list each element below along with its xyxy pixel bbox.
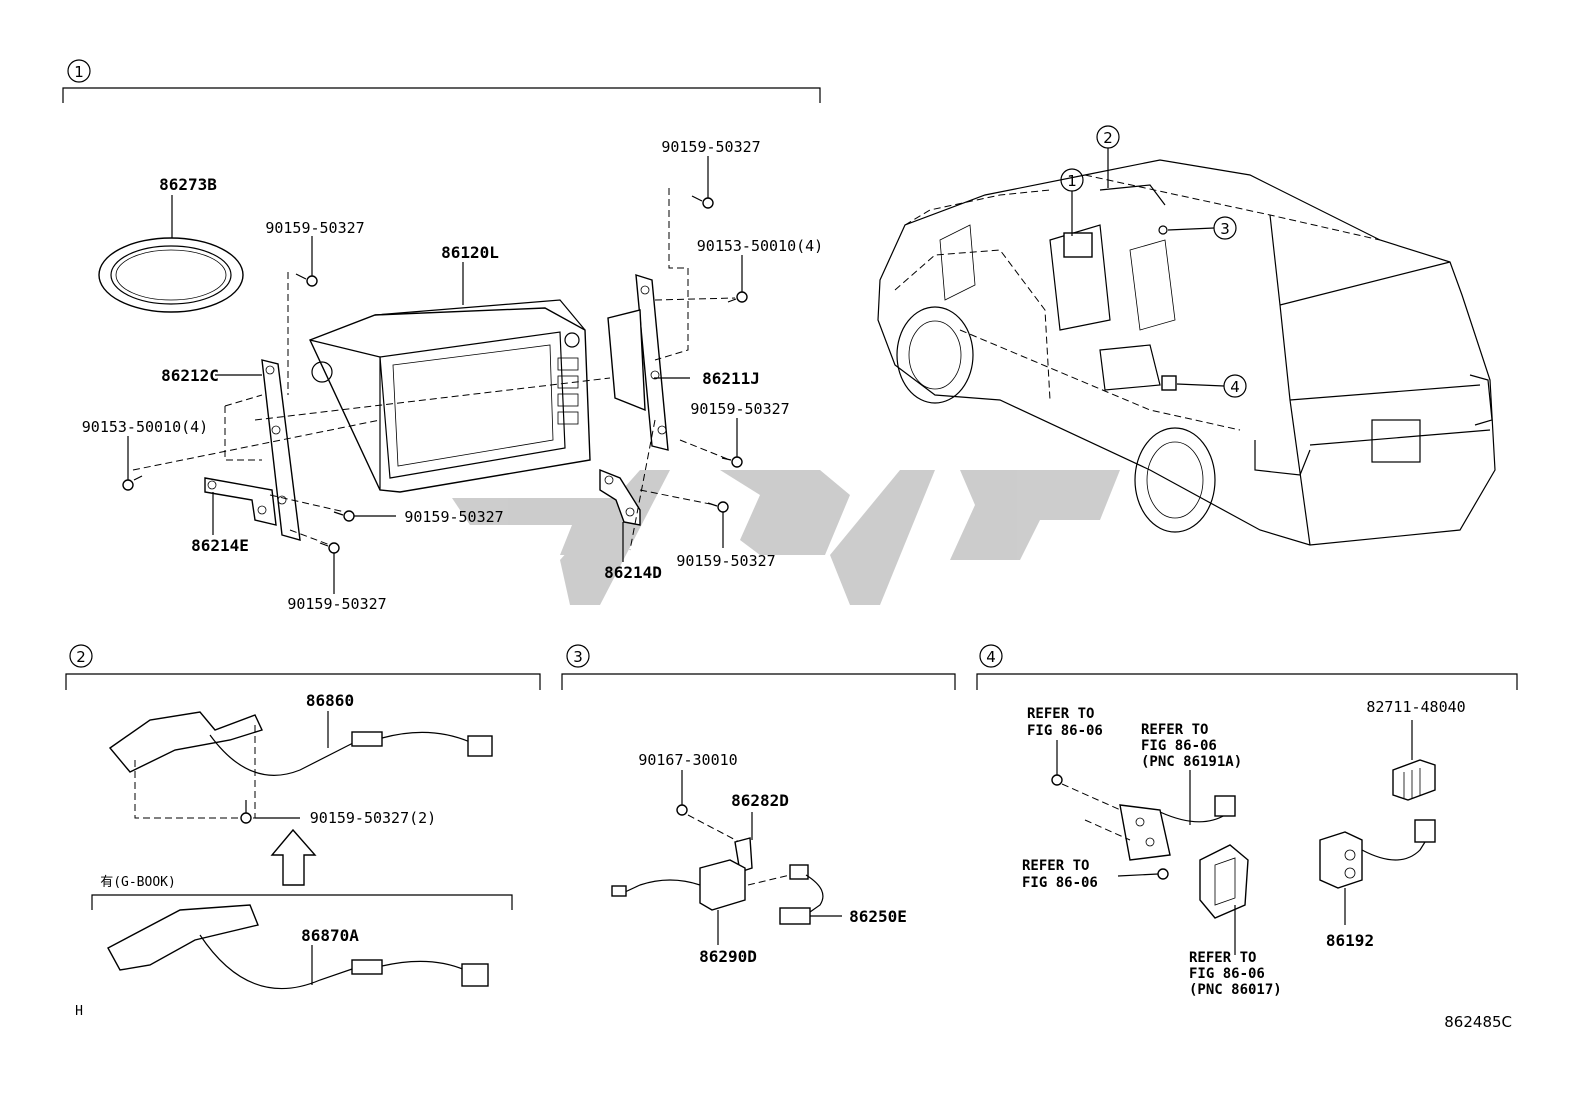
section-4: 4 REFER TO FIG 86-06 REFER TO FIG 86-06 … [976, 644, 1518, 1031]
figure-code: 862485C [1444, 1013, 1512, 1031]
ref-label-2a: REFER TO [1141, 722, 1208, 738]
part-label-86290D: 86290D [699, 947, 757, 966]
connector-86250E: 86250E [779, 864, 907, 926]
section-3: 3 90167-30010 86282D 86290D 86250E [561, 644, 956, 966]
bracket-86282D: 86282D [731, 791, 789, 873]
ref-label-4a: REFER TO [1189, 950, 1256, 966]
screw-icon [721, 456, 743, 468]
ref-label-3a: REFER TO [1022, 858, 1089, 874]
ref-label-2c: (PNC 86191A) [1141, 754, 1242, 770]
part-label-86211J: 86211J [702, 369, 760, 388]
part-label-86214D: 86214D [604, 563, 662, 582]
section-2: 2 86860 90159-50327(2) 有(G-BOOK) [65, 644, 541, 1019]
vehicle-callout-4: 4 [1230, 378, 1240, 396]
section-1-number: 1 [74, 63, 84, 81]
corner-mark: H [75, 1004, 83, 1019]
part-label-86192: 86192 [1326, 931, 1374, 950]
part-label-86212C: 86212C [161, 366, 219, 385]
part-label-90153-50010-left: 90153-50010(4) [82, 418, 208, 436]
part-label-90159-50327-2: 90159-50327(2) [310, 809, 436, 827]
section-4-number: 4 [986, 648, 996, 666]
bracket-86212C: 86212C [161, 359, 301, 541]
part-label-90153-50010-right: 90153-50010(4) [697, 237, 823, 255]
part-label-90167-30010: 90167-30010 [638, 751, 737, 769]
part-label-86282D: 86282D [731, 791, 789, 810]
screw-icon [1051, 774, 1063, 786]
screw-icon [676, 770, 688, 816]
screw-icon [707, 501, 729, 513]
part-label-86120L: 86120L [441, 243, 499, 262]
vehicle-illustration: 2 1 3 4 [877, 125, 1496, 546]
vehicle-callout-2: 2 [1103, 129, 1113, 147]
part-label-90159-50327-top: 90159-50327 [661, 138, 760, 156]
part-label-86250E: 86250E [849, 907, 907, 926]
part-label-86860: 86860 [306, 691, 354, 710]
vehicle-callout-3: 3 [1220, 220, 1230, 238]
bracket-86211J: 86211J [607, 274, 760, 451]
ref-label-4b: FIG 86-06 [1189, 966, 1265, 982]
display-unit-86120L: 86120L [309, 243, 591, 493]
vehicle-callout-1: 1 [1067, 172, 1077, 190]
assembly-dashes-1 [132, 188, 736, 551]
ref-label-2b: FIG 86-06 [1141, 738, 1217, 754]
section-1: 1 86273B 86120L [62, 59, 823, 613]
part-label-82711-48040: 82711-48040 [1366, 698, 1465, 716]
switch-unit [1199, 844, 1249, 955]
part-label-90159-50327-right: 90159-50327 [690, 400, 789, 418]
section-3-number: 3 [573, 648, 583, 666]
screw-icon [240, 800, 252, 824]
arrow-up-icon [270, 828, 317, 886]
part-label-86273B: 86273B [159, 175, 217, 194]
screw-icon [691, 195, 714, 209]
ref-label-1a: REFER TO [1027, 706, 1094, 722]
ref-label-3b: FIG 86-06 [1022, 875, 1098, 891]
screw-icon [727, 291, 748, 303]
relay-82711-48040: 82711-48040 [1366, 698, 1466, 801]
switch-bracket [1119, 770, 1236, 861]
watermark-logo [452, 470, 1120, 605]
part-label-86870A: 86870A [301, 926, 359, 945]
screw-icon [122, 475, 143, 491]
part-label-90159-50327-mid: 90159-50327 [404, 508, 503, 526]
screw-icon [319, 542, 340, 554]
part-label-90159-50327-bottom: 90159-50327 [287, 595, 386, 613]
usb-port-86192: 86192 [1319, 819, 1436, 950]
screw-icon [1157, 868, 1169, 880]
part-label-86214E: 86214E [191, 536, 249, 555]
gps-antenna-86870A: 86870A [107, 904, 489, 990]
part-label-90159-50327-lowright: 90159-50327 [676, 552, 775, 570]
section-2-number: 2 [76, 648, 86, 666]
variant-note: 有(G-BOOK) [100, 875, 176, 890]
ref-label-1b: FIG 86-06 [1027, 723, 1103, 739]
bracket-86214E: 86214E [191, 477, 277, 555]
bracket-86214D: 86214D [599, 468, 662, 582]
gps-antenna-86860: 86860 [108, 691, 493, 819]
tv-tuner-module-86290D: 86290D [611, 859, 757, 966]
screws-section-1 [122, 195, 748, 554]
ref-label-4c: (PNC 86017) [1189, 982, 1282, 998]
screw-icon [295, 273, 318, 287]
bezel-ring-86273B: 86273B [98, 175, 244, 313]
part-label-90159-50327-a: 90159-50327 [265, 219, 364, 237]
screw-icon [333, 510, 355, 522]
